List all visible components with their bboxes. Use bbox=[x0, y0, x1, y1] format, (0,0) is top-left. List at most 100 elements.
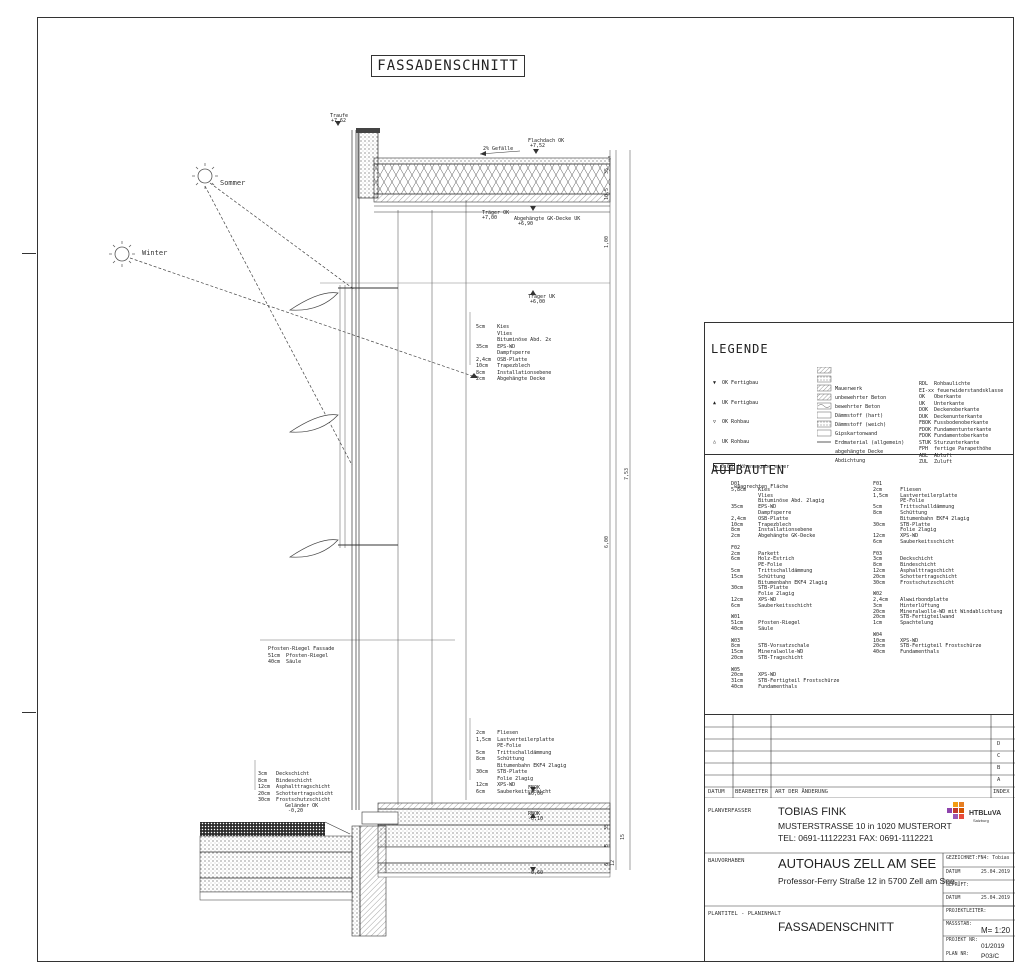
facade-mullion bbox=[351, 130, 360, 810]
fold-mark bbox=[22, 253, 36, 254]
sun-winter-label: Winter bbox=[142, 249, 167, 257]
aufbau-line: 30cm STB-Platte bbox=[873, 521, 931, 528]
aufbau-line: 6cm Sauberkeitsschicht bbox=[873, 538, 955, 545]
revision-table: D C B A DATUM BEARBEITER ART DER ÄNDERUN… bbox=[704, 715, 1015, 798]
revision-row-a: A bbox=[997, 777, 1001, 783]
plannr-value: P03/C bbox=[981, 953, 1000, 960]
svg-text:10,5: 10,5 bbox=[604, 188, 610, 200]
revision-header-datum: DATUM bbox=[708, 789, 725, 795]
project-name: AUTOHAUS ZELL AM SEE bbox=[778, 856, 937, 871]
htbluva-logo: HTBLuVA Salzburg bbox=[945, 802, 1005, 826]
aufbau-line: 12cm XPS-WD bbox=[731, 596, 777, 603]
aufbau-line: PE-Folie bbox=[873, 498, 925, 505]
dimension-chain bbox=[615, 150, 631, 870]
aufbau-line: 51cm Pfosten-Riegel bbox=[731, 620, 801, 627]
aufbau-line: 8cm STB-Vorsatzschale bbox=[731, 643, 810, 650]
aufbau-line: 40cm Fundamenthals bbox=[873, 649, 940, 656]
plantitel-label: PLANTITEL - PLANINHALT bbox=[708, 911, 781, 917]
floor-assembly bbox=[351, 802, 611, 937]
aufbau-line: 20cm XPS-WD bbox=[731, 672, 777, 679]
aufbau-line: 8cm Bindeschicht bbox=[873, 562, 937, 569]
aufbau-line: Bitumenbahn EKF4 2lagig bbox=[731, 579, 828, 586]
aufbau-line: 2cm Parkett bbox=[731, 550, 780, 557]
slope-label: 2% Gefälle bbox=[483, 146, 513, 152]
sheet-border bbox=[37, 17, 1014, 962]
aufbau-line: 6cm Sauberkeitsschicht bbox=[731, 602, 813, 609]
legend-panel: LEGENDE ▼ OK Fertigbau ▲ UK Fertigbau ▽ … bbox=[704, 322, 1014, 490]
level-gk-label: Abgehängte GK-Decke UK bbox=[514, 216, 580, 222]
massstab-value: M= 1:20 bbox=[981, 926, 1011, 935]
aufbau-line: 30cm STB-Platte bbox=[731, 585, 789, 592]
aufbau-line: W03 bbox=[731, 637, 741, 644]
projektleiter-field: PROJEKTLEITER: bbox=[946, 909, 987, 914]
fold-mark bbox=[22, 712, 36, 713]
projektnr-value: 01/2019 bbox=[981, 943, 1005, 950]
datum1-value: 25.04.2019 bbox=[981, 870, 1010, 875]
aufbau-line: 10cm XPS-WD bbox=[873, 637, 919, 644]
aufbau-line: 20cm STB-Fertigteilwand bbox=[873, 614, 955, 621]
legend-heading: LEGENDE bbox=[711, 342, 769, 356]
aufbau-line: D01 bbox=[731, 481, 741, 487]
revision-header-art: ART DER ÄNDERUNG bbox=[775, 789, 828, 795]
aufbau-line: 12cm Asphalttragschicht bbox=[873, 567, 955, 574]
massstab-label: MASSSTAB: bbox=[946, 922, 972, 927]
aufbau-line: 12cm XPS-WD bbox=[873, 533, 919, 540]
aufbau-line: W05 bbox=[731, 666, 741, 673]
aufbau-line: F02 bbox=[731, 544, 741, 551]
datum2-value: 25.04.2019 bbox=[981, 896, 1010, 901]
aufbau-line: 5,8cm Kies bbox=[731, 486, 771, 493]
aufbau-line: Vlies bbox=[731, 492, 774, 499]
aufbau-line: W01 bbox=[731, 614, 741, 621]
aufbau-line: 5cm Trittschalldämmung bbox=[731, 567, 813, 574]
level-traeger-uk-label: Träger UK bbox=[528, 294, 555, 300]
logo-text: HTBLuVA bbox=[969, 810, 1002, 817]
aufbau-line: 1cm Spachtelung bbox=[873, 620, 934, 627]
aufbau-line: 1,5cm Lastverteilerplatte bbox=[873, 492, 958, 499]
aufbau-line: 2,4cm Alwwirbondplatte bbox=[873, 596, 949, 603]
plan-title: FASSADENSCHNITT bbox=[778, 920, 895, 934]
aufbau-line: 2cm Fliesen bbox=[873, 486, 922, 493]
aufbau-line: 2,4cm OSB-Platte bbox=[731, 515, 789, 522]
sun-summer-label: Sommer bbox=[220, 179, 245, 187]
revision-row-b: B bbox=[997, 765, 1001, 771]
legend-markers: ▼ OK Fertigbau ▲ UK Fertigbau ▽ OK Rohba… bbox=[713, 380, 790, 490]
aufbau-line: 8cm Installationsebene bbox=[731, 527, 813, 534]
aufbau-line: 31cm STB-Fertigteil Frostschürze bbox=[731, 678, 840, 685]
aufbau-line: 20cm STB-Fertigteil Frostschürze bbox=[873, 643, 982, 650]
aufbau-line: Bituminöse Abd. 2lagig bbox=[731, 498, 825, 505]
datum1-label: DATUM bbox=[946, 870, 961, 875]
revision-header-bearbeiter: BEARBEITER bbox=[735, 789, 769, 795]
revision-header-index: INDEX bbox=[993, 789, 1010, 795]
level-rbok-value: -0,10 bbox=[528, 816, 543, 822]
sun-summer-icon bbox=[192, 163, 218, 189]
author-tel: TEL: 0691-11122231 FAX: 0691-1112221 bbox=[778, 833, 934, 843]
aufbau-line: 40cm Säule bbox=[731, 625, 774, 632]
section-drawing: 5 35 10,5 1,00 7,53 6,00 35 25 15 6 12 bbox=[109, 113, 631, 937]
aufbauten-heading: AUFBAUTEN bbox=[711, 463, 786, 477]
sun-louvers bbox=[288, 292, 339, 558]
author-name: TOBIAS FINK bbox=[778, 806, 847, 818]
aufbau-line: 15cm Mineralwolle-WD bbox=[731, 649, 804, 656]
aufbau-line: F03 bbox=[873, 550, 883, 557]
roof-assembly bbox=[356, 128, 611, 213]
aufbau-line: 40cm Fundamenthals bbox=[731, 683, 798, 690]
gezeichnet-field: GEZEICHNET:FN4: Tobias bbox=[946, 856, 1010, 861]
aufbau-line: 3cm Deckschicht bbox=[873, 556, 934, 563]
level-traeger-uk-value: +6,00 bbox=[530, 299, 545, 305]
aufbau-line: F01 bbox=[873, 481, 883, 487]
level-traufe-label: Traufe bbox=[330, 113, 348, 119]
level-lower-value: -0,60 bbox=[528, 870, 543, 876]
geprueft-field: GEPRÜFT: bbox=[946, 883, 970, 888]
aufbau-line: Dampfsperre bbox=[731, 509, 792, 516]
sun-winter-icon bbox=[109, 241, 135, 267]
drawing-title: FASSADENSCHNITT bbox=[371, 55, 525, 77]
revision-row-c: C bbox=[997, 753, 1001, 759]
aufbau-line: 20cm Schottertragschicht bbox=[873, 573, 958, 580]
aufbau-line: Folie 2lagig bbox=[731, 591, 795, 598]
svg-text:1,00: 1,00 bbox=[604, 236, 610, 248]
level-flachdach-value: +7,52 bbox=[530, 143, 545, 149]
column-lines bbox=[397, 150, 611, 870]
